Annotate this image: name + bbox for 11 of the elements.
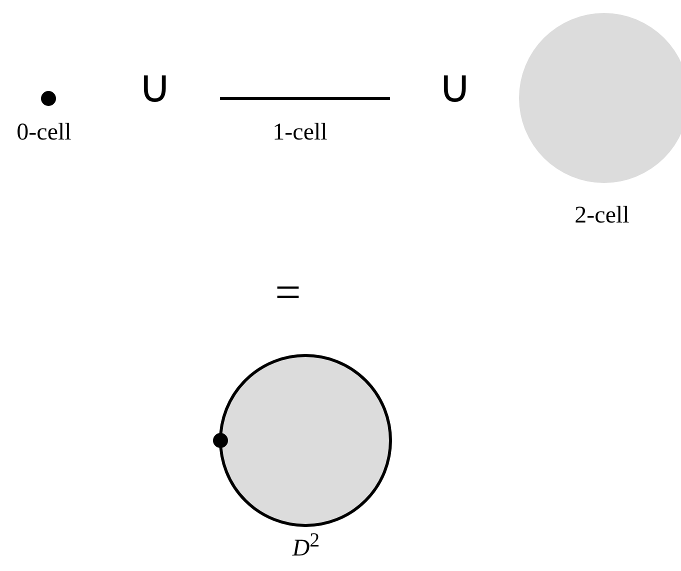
disk-outline xyxy=(218,354,392,526)
union-symbol: ∪ xyxy=(438,60,472,113)
cell-label: 2-cell xyxy=(574,202,630,230)
cell-label: D$^{2}$ xyxy=(292,530,320,562)
cell-label: 1-cell xyxy=(272,120,328,146)
union-symbol: ∪ xyxy=(138,60,172,113)
cell-label: 0-cell xyxy=(16,120,72,146)
equals-sign: = xyxy=(275,266,301,318)
point-dot xyxy=(40,90,56,106)
line-segment xyxy=(220,96,390,100)
point-dot xyxy=(212,432,228,448)
